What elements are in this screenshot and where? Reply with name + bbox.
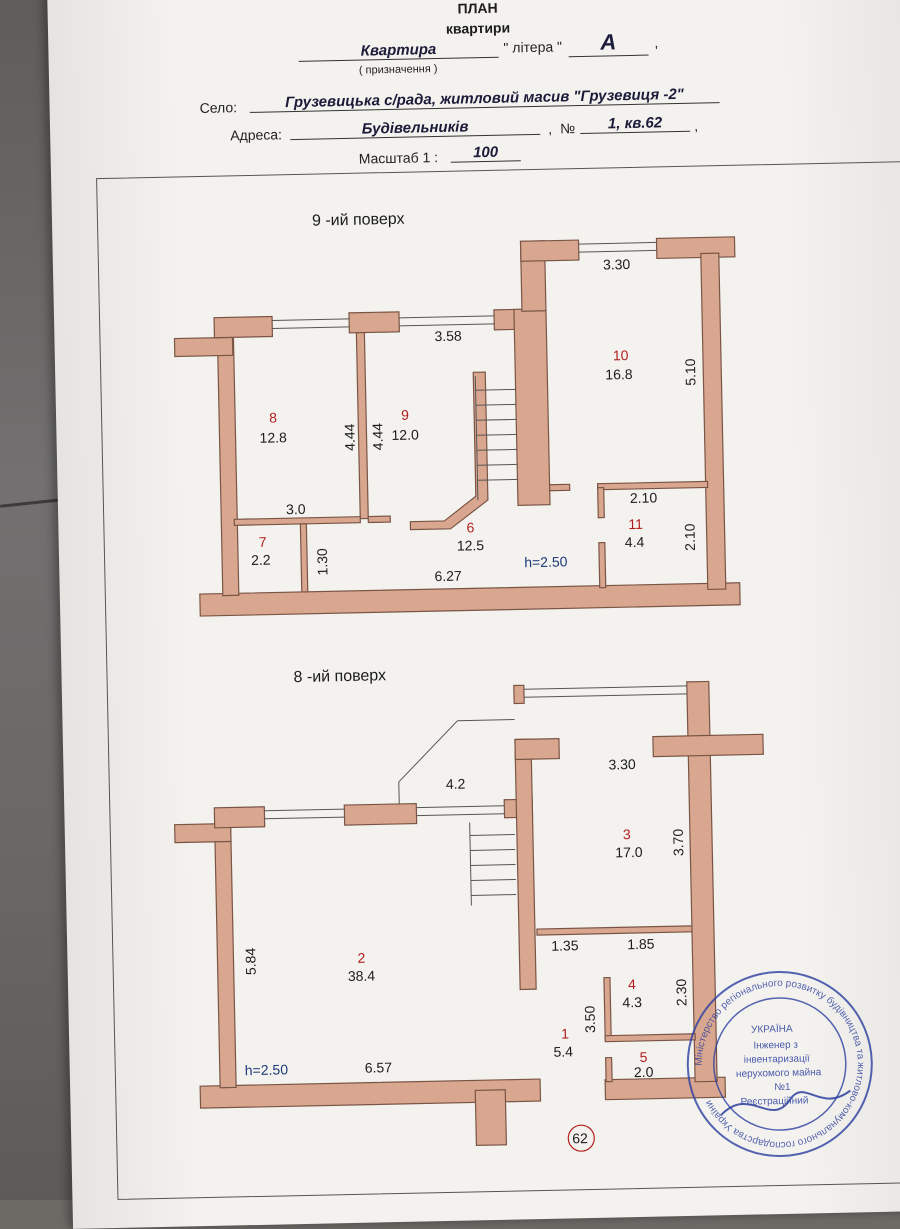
f9-dim-d5: 4.44 — [369, 423, 386, 451]
floor8-height: h=2.50 — [245, 1061, 289, 1078]
room-9-number: 9 — [401, 407, 409, 423]
room-9-area: 12.0 — [391, 426, 419, 443]
room-4-number: 4 — [628, 976, 636, 992]
stamp-line5: №1 — [774, 1082, 791, 1093]
room-3-area: 17.0 — [615, 844, 643, 861]
f9-dim-d1: 3.30 — [603, 256, 631, 273]
stamp-line1: УКРАЇНА — [751, 1023, 793, 1036]
room-6-area: 12.5 — [457, 537, 485, 554]
document-sheet: ПЛАН квартири Квартира ( призначення ) "… — [47, 0, 900, 1229]
f9-dim-d8: 6.27 — [434, 568, 462, 585]
f8-dim-d3: 5.84 — [242, 947, 259, 975]
stamp-line3: інвентаризації — [744, 1053, 811, 1065]
f8-dim-d8: 6.57 — [365, 1059, 393, 1076]
f8-dim-d5: 1.85 — [627, 936, 655, 953]
room-8-number: 8 — [269, 409, 277, 425]
f9-dim-d9: 2.10 — [630, 489, 658, 506]
floor8-label: 8 -ий поверх — [293, 667, 386, 686]
stamp-line2: Інженер з — [753, 1040, 798, 1052]
landing-area: 4.2 — [446, 776, 466, 792]
room-6-number: 6 — [466, 519, 474, 535]
f9-dim-d10: 2.10 — [681, 523, 698, 551]
f8-dim-d4: 1.35 — [551, 937, 579, 954]
room-11-number: 11 — [628, 516, 643, 532]
sheet-number: 62 — [572, 1130, 588, 1146]
floor8-windows — [262, 686, 691, 910]
room-5-number: 5 — [639, 1049, 647, 1065]
room-8-area: 12.8 — [259, 429, 287, 446]
room-10-number: 10 — [613, 347, 629, 363]
room-10-area: 16.8 — [605, 366, 633, 383]
floor9-label: 9 -ий поверх — [312, 211, 405, 230]
room-5-area: 2.0 — [634, 1064, 654, 1080]
f9-dim-d3: 5.10 — [682, 358, 699, 386]
room-1-area: 5.4 — [553, 1043, 573, 1059]
floor9-windows — [271, 242, 662, 504]
f9-dim-d7: 1.30 — [314, 548, 331, 576]
room-2-number: 2 — [357, 950, 365, 966]
room-2-area: 38.4 — [348, 967, 376, 984]
room-3-number: 3 — [623, 826, 631, 842]
f8-dim-d2: 3.70 — [670, 828, 687, 856]
f8-dim-d1: 3.30 — [608, 756, 636, 773]
f8-dim-d7: 3.50 — [582, 1005, 599, 1033]
official-stamp: Міністерство регіонального розвитку буді… — [678, 962, 882, 1166]
room-7-area: 2.2 — [251, 552, 271, 568]
room-11-area: 4.4 — [625, 534, 645, 550]
room-4-area: 4.3 — [622, 994, 642, 1010]
room-1-number: 1 — [561, 1025, 569, 1041]
f9-dim-d4: 4.44 — [341, 423, 358, 451]
stamp-line6: Реєстраційний — [740, 1095, 808, 1107]
f9-dim-d2: 3.58 — [434, 328, 462, 345]
f9-dim-d6: 3.0 — [286, 501, 306, 517]
room-7-number: 7 — [259, 534, 267, 550]
stamp-line4: нерухомого майна — [736, 1067, 822, 1080]
floor9-height: h=2.50 — [524, 553, 568, 570]
